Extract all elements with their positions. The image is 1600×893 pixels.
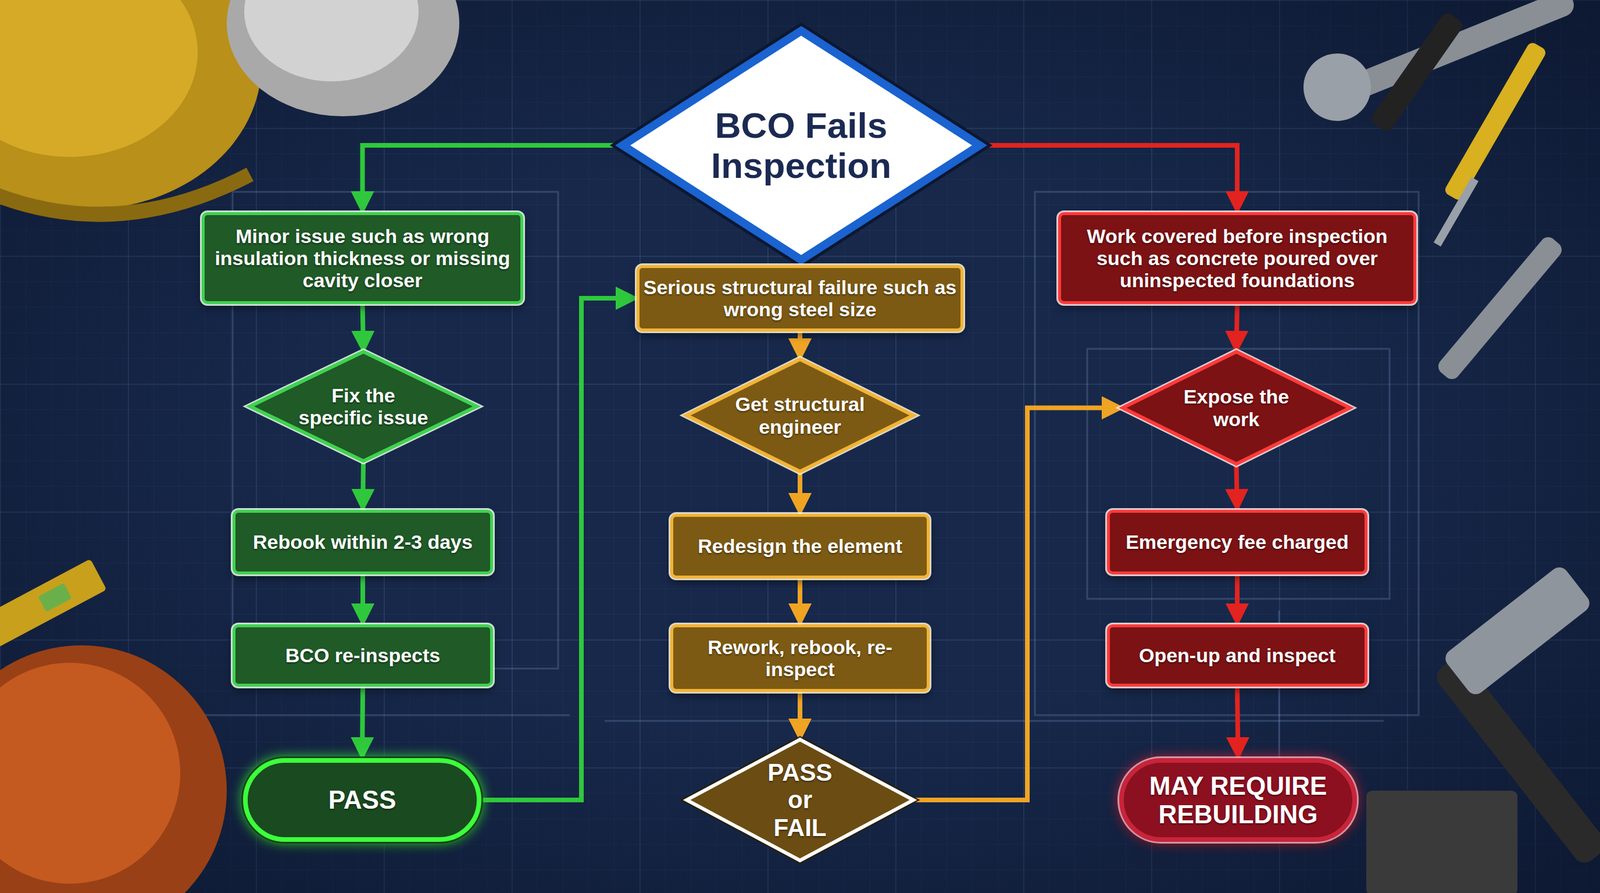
node-text: BCO Fails Inspection <box>702 105 900 187</box>
hat-dome <box>0 0 262 210</box>
flow-arrow <box>979 145 1238 213</box>
node-text: Rework, rebook, re-inspect <box>704 636 896 681</box>
flow-arrow <box>362 304 364 352</box>
node-text: Get structural engineer <box>730 393 870 438</box>
process-box: BCO re-inspects <box>232 624 494 687</box>
diamond-border <box>686 739 914 861</box>
terminal-pill: MAY REQUIRE REBUILDING <box>1119 758 1357 842</box>
plan-line <box>174 714 570 717</box>
hammer <box>1366 563 1600 893</box>
process-box: Emergency fee charged <box>1106 509 1368 575</box>
node-text: BCO re-inspects <box>285 644 441 667</box>
flow-arrow <box>362 686 363 759</box>
process-box: Serious structural failure such as wrong… <box>636 265 964 332</box>
plan-line <box>604 720 1384 723</box>
diamond-border <box>250 351 477 462</box>
process-box: Rework, rebook, re-inspect <box>670 624 930 692</box>
flow-arrow <box>1236 463 1238 510</box>
level-bubble <box>37 583 72 613</box>
node-text: Minor issue such as wrong insulation thi… <box>211 225 514 292</box>
flow-arrow <box>362 461 364 510</box>
orange-hard-hat <box>0 645 227 893</box>
node-text: Rebook within 2-3 days <box>252 530 473 553</box>
node-text: Open-up and inspect <box>1138 644 1336 667</box>
node-text: PASS <box>328 785 397 814</box>
hat-rim <box>0 174 250 215</box>
node-text: Fix the specific issue <box>293 384 434 429</box>
node-text: MAY REQUIRE REBUILDING <box>1142 771 1335 830</box>
hat-dome <box>0 645 227 893</box>
white-hard-hat <box>226 0 460 117</box>
hat-highlight <box>0 662 181 884</box>
node-text: PASS or FAIL <box>763 758 837 841</box>
flow-arrow <box>913 408 1123 801</box>
flow-arrow <box>362 145 624 213</box>
node-text: Serious structural failure such as wrong… <box>643 276 957 321</box>
process-box: Minor issue such as wrong insulation thi… <box>201 212 524 305</box>
flow-arrow <box>797 691 803 740</box>
node-text: Redesign the element <box>697 534 902 557</box>
flow-arrow <box>797 331 803 360</box>
screwdriver-handle <box>1443 40 1548 202</box>
terminal-pill: PASS <box>243 758 482 842</box>
hammer-head <box>1441 563 1594 699</box>
decision-diamond: Get structural engineer <box>686 359 914 472</box>
decision-diamond: Expose the work <box>1122 351 1350 464</box>
hat-dome <box>226 0 460 117</box>
spanner <box>1434 233 1565 383</box>
plan-line <box>1087 348 1390 599</box>
flow-arrow <box>797 578 803 625</box>
diamond-outer <box>1122 351 1350 464</box>
process-box: Work covered before inspection such as c… <box>1058 212 1417 305</box>
wrench-head <box>1303 53 1371 121</box>
flow-arrow <box>481 298 637 800</box>
diamond-border <box>686 359 914 472</box>
node-text: Emergency fee charged <box>1125 530 1349 553</box>
flow-arrow <box>1237 686 1239 759</box>
process-box: Rebook within 2-3 days <box>232 509 494 575</box>
tools-top-right <box>1303 0 1578 383</box>
spirit-level <box>0 558 107 661</box>
flow-arrow <box>1234 574 1240 625</box>
diamond-outer <box>622 30 980 260</box>
flow-arrow <box>1236 304 1238 352</box>
tool-block <box>1366 790 1518 893</box>
diamond-outer <box>686 359 914 472</box>
hat-highlight <box>244 0 419 82</box>
yellow-hard-hat <box>0 0 262 215</box>
process-box: Redesign the element <box>670 513 930 579</box>
diamond-border <box>622 30 980 260</box>
flow-arrow <box>797 471 803 514</box>
decision-diamond: Fix the specific issue <box>250 351 477 462</box>
flow-arrow <box>360 574 366 625</box>
diamond-border <box>1122 351 1350 464</box>
plan-line <box>1034 191 1419 716</box>
process-box: Open-up and inspect <box>1106 624 1368 687</box>
screwdriver-handle <box>1369 10 1466 134</box>
hat-highlight <box>0 0 198 157</box>
screwdriver-shaft <box>1433 177 1479 248</box>
node-text: Work covered before inspection such as c… <box>1067 225 1408 292</box>
decision-diamond: BCO Fails Inspection <box>622 30 980 260</box>
decision-diamond: PASS or FAIL <box>686 739 914 861</box>
node-text: Expose the work <box>1175 385 1298 430</box>
level-body <box>0 558 107 661</box>
diamond-outer <box>250 351 477 462</box>
diamond-outer <box>686 739 914 861</box>
